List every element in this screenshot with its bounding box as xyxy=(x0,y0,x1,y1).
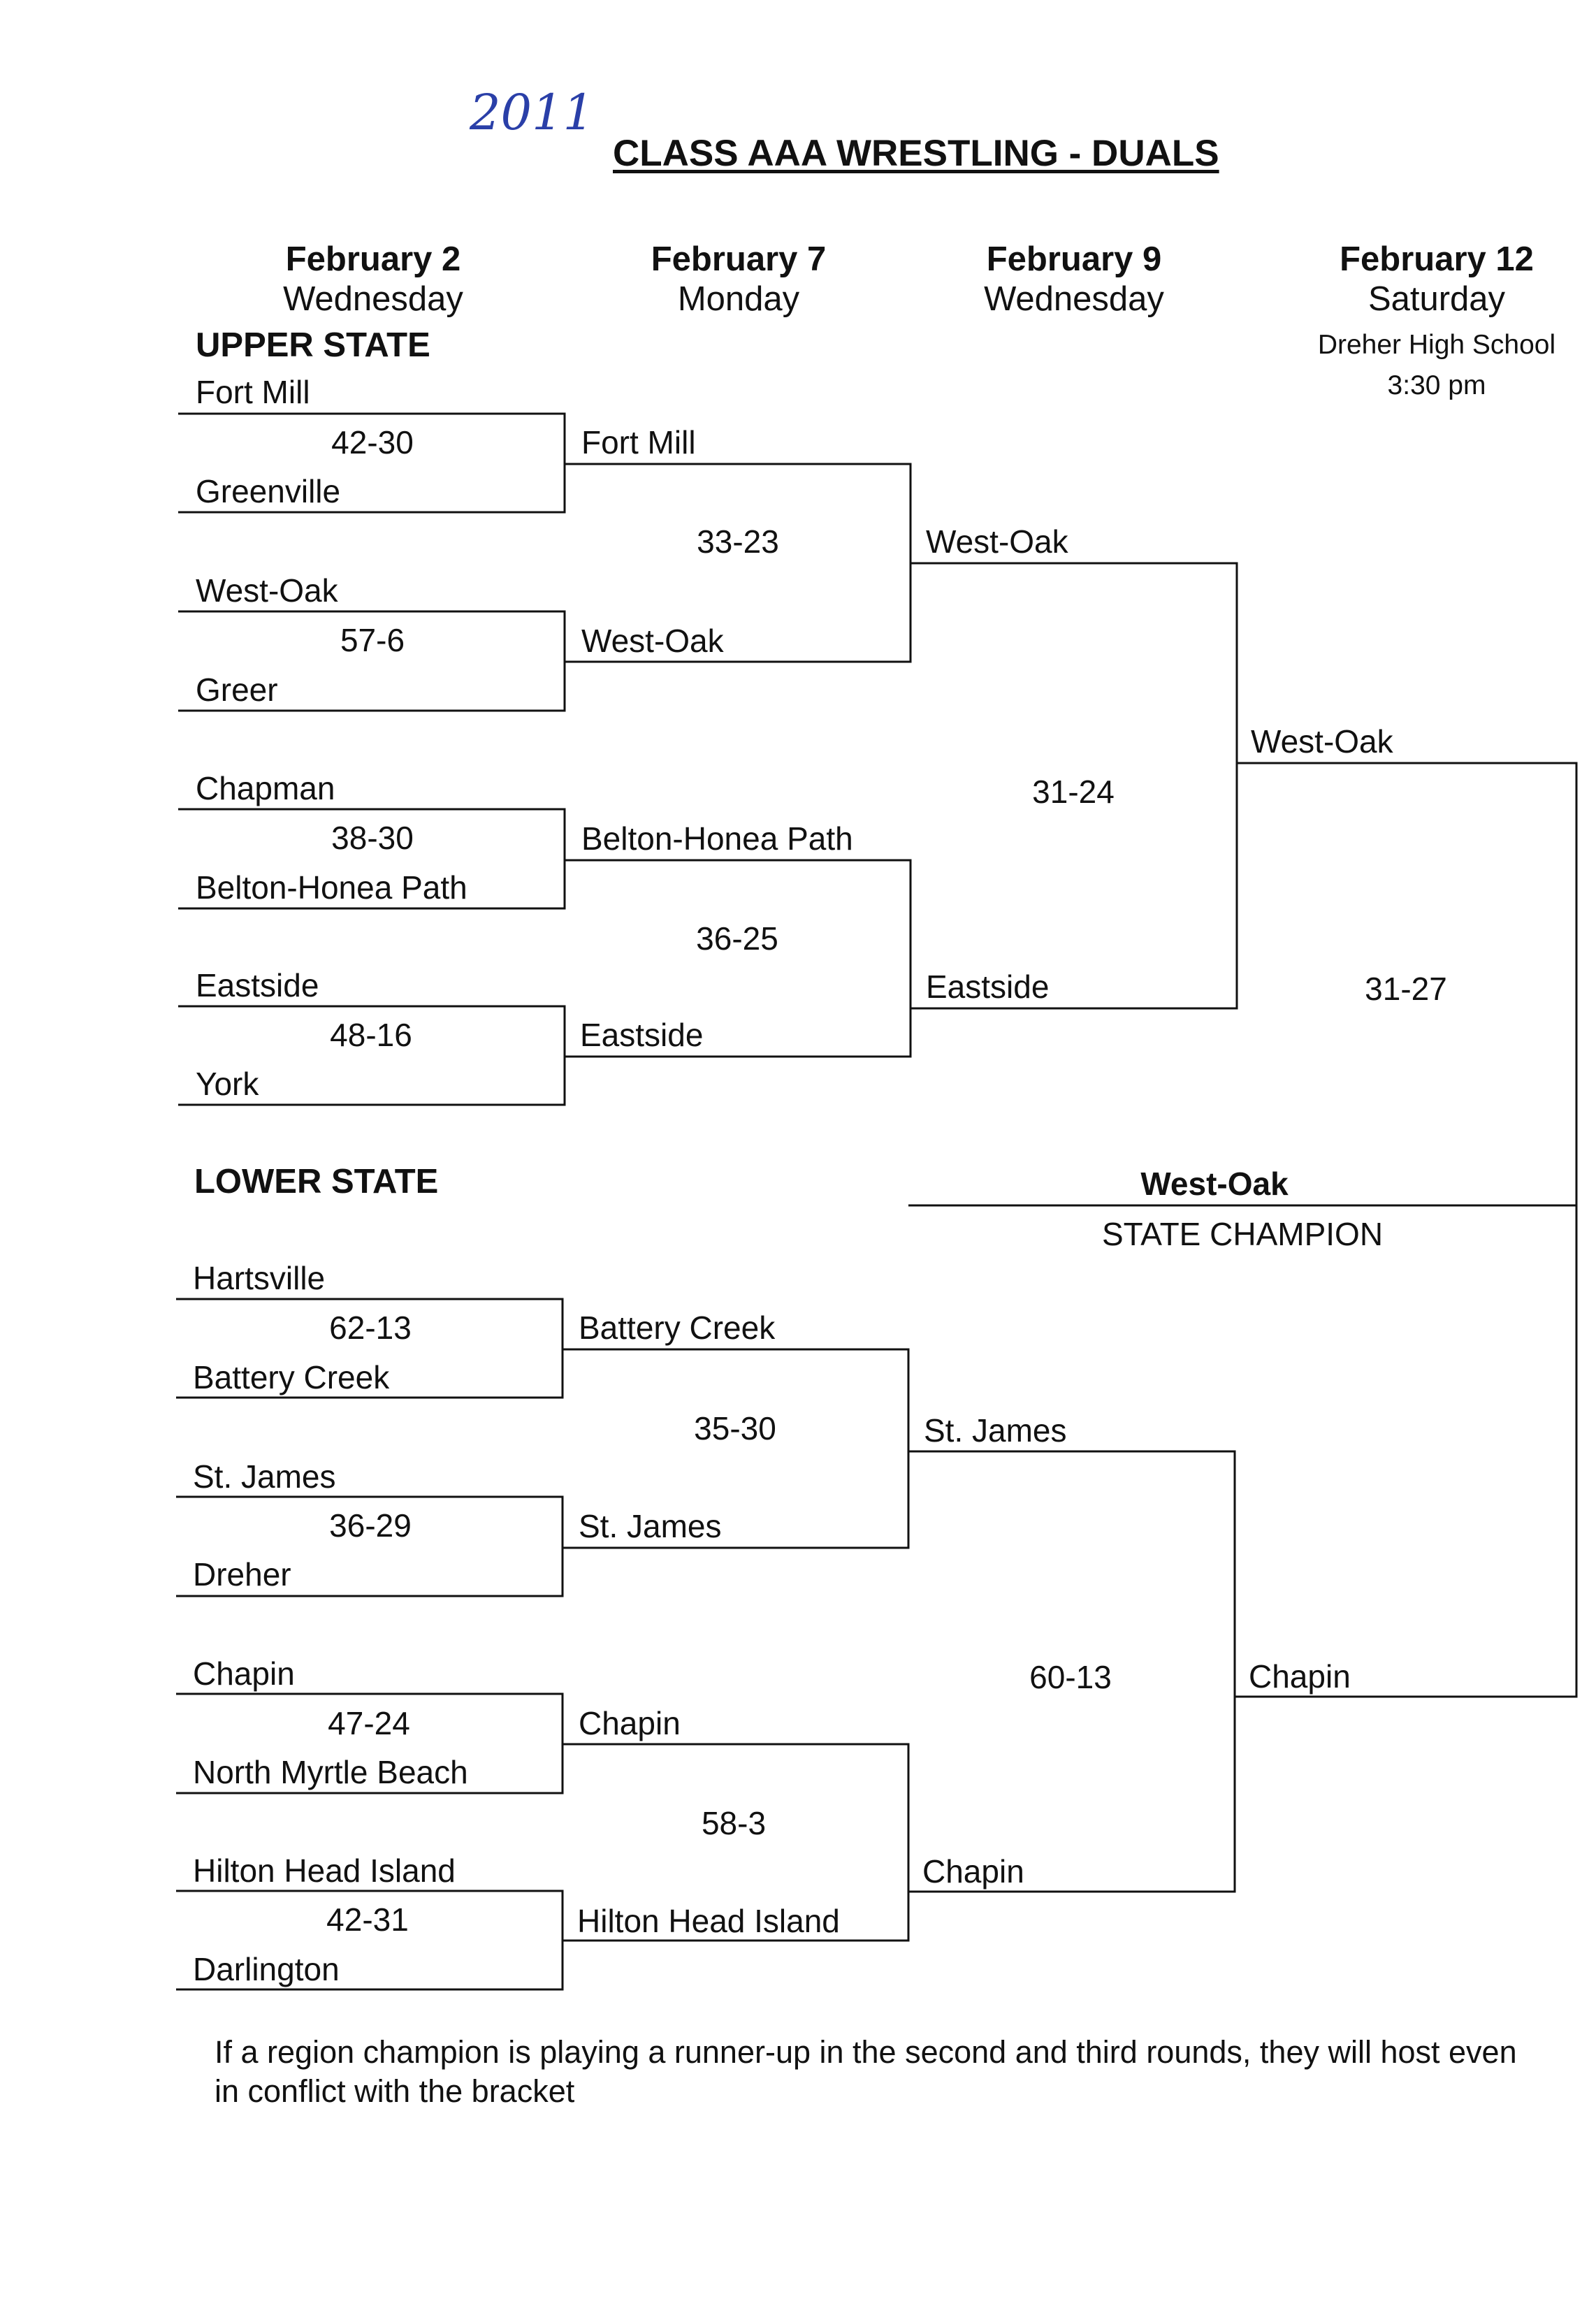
team-name: St. James xyxy=(193,1458,336,1495)
team-name: Belton-Honea Path xyxy=(196,869,467,906)
team-name: Hartsville xyxy=(193,1260,326,1296)
state-champion-label: STATE CHAMPION xyxy=(1101,1216,1384,1252)
team-name: Fort Mill xyxy=(196,374,310,410)
team-name: York xyxy=(196,1066,259,1102)
handwritten-year-note: 2011 xyxy=(470,84,595,141)
team-name: Fort Mill xyxy=(581,424,696,461)
match-score: 35-30 xyxy=(694,1410,776,1446)
team-name: St. James xyxy=(924,1412,1067,1449)
team-name: West-Oak xyxy=(581,623,724,659)
team-name: Darlington xyxy=(193,1951,340,1987)
team-name: Eastside xyxy=(196,967,319,1003)
match-score: 36-29 xyxy=(329,1507,412,1544)
team-name: West-Oak xyxy=(196,572,338,609)
team-name: Battery Creek xyxy=(579,1310,776,1346)
round1-date: February 2 xyxy=(285,240,461,278)
round2-date: February 7 xyxy=(651,240,827,278)
lower-state-winner: Chapin xyxy=(1249,1658,1351,1695)
team-name: St. James xyxy=(579,1508,722,1544)
bracket-line xyxy=(178,808,566,910)
team-name: West-Oak xyxy=(926,523,1068,560)
page-title: CLASS AAA WRESTLING - DUALS xyxy=(613,133,1219,174)
final-time: 3:30 pm xyxy=(1387,370,1486,400)
bracket-line xyxy=(911,562,1238,1010)
team-name: Dreher xyxy=(193,1556,291,1593)
team-name: Chapman xyxy=(196,770,335,806)
match-score: 33-23 xyxy=(697,523,779,560)
bracket-line xyxy=(563,1348,910,1549)
team-name: North Myrtle Beach xyxy=(193,1754,468,1790)
match-score: 36-25 xyxy=(696,920,778,957)
match-score: 60-13 xyxy=(1029,1659,1112,1695)
upper-state-winner: West-Oak xyxy=(1251,723,1393,760)
bracket-line xyxy=(563,1743,910,1942)
round1-day: Wednesday xyxy=(283,280,463,318)
match-score: 42-30 xyxy=(331,424,414,461)
team-name: Chapin xyxy=(922,1853,1024,1890)
team-name: Hilton Head Island xyxy=(193,1852,456,1889)
team-name: Hilton Head Island xyxy=(577,1903,840,1939)
match-score: 42-31 xyxy=(326,1901,409,1938)
round4-day: Saturday xyxy=(1368,280,1506,318)
match-score: 31-24 xyxy=(1032,774,1115,810)
team-name: Chapin xyxy=(193,1655,295,1692)
match-score: 47-24 xyxy=(328,1705,410,1741)
bracket-line xyxy=(908,1450,1236,1893)
match-score: 58-3 xyxy=(701,1805,767,1841)
match-score: 62-13 xyxy=(329,1310,412,1346)
lower-state-label: LOWER STATE xyxy=(194,1163,439,1201)
upper-state-label: UPPER STATE xyxy=(196,326,430,364)
bracket-line xyxy=(565,859,912,1058)
team-name: Greenville xyxy=(196,473,341,509)
round2-day: Monday xyxy=(677,280,800,318)
team-name: Chapin xyxy=(579,1705,681,1741)
team-name: Battery Creek xyxy=(193,1359,390,1395)
final-venue: Dreher High School xyxy=(1317,330,1556,360)
bracket-line xyxy=(176,1495,564,1597)
state-champion-name: West-Oak xyxy=(1140,1166,1289,1202)
footnote-line-2: in conflict with the bracket xyxy=(215,2073,575,2109)
team-name: Greer xyxy=(196,672,278,708)
bracket-line xyxy=(1235,762,1578,1698)
round3-date: February 9 xyxy=(986,240,1162,278)
round4-date: February 12 xyxy=(1340,240,1534,278)
footnote-line-1: If a region champion is playing a runner… xyxy=(215,2034,1517,2070)
team-name: Eastside xyxy=(926,969,1050,1005)
match-score: 38-30 xyxy=(331,820,414,856)
final-score: 31-27 xyxy=(1365,971,1447,1007)
match-score: 48-16 xyxy=(330,1017,412,1053)
match-score: 57-6 xyxy=(340,622,405,658)
team-name: Belton-Honea Path xyxy=(581,820,853,857)
team-name: Eastside xyxy=(580,1017,704,1053)
round3-day: Wednesday xyxy=(984,280,1164,318)
